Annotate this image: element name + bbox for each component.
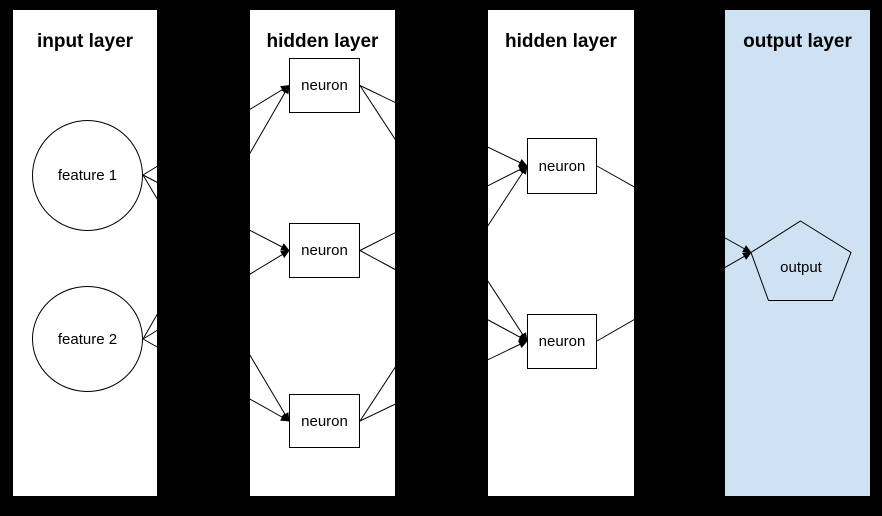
node-hidden2-neuron-2: neuron — [527, 314, 597, 369]
node-feature-2: feature 2 — [32, 286, 143, 392]
hidden-layer-1-title: hidden layer — [266, 31, 379, 52]
node-hidden1-neuron-2-label: neuron — [301, 242, 348, 259]
node-hidden2-neuron-1-label: neuron — [538, 157, 586, 175]
output-layer-title: output layer — [743, 31, 852, 52]
node-feature-1-label: feature 1 — [57, 167, 118, 184]
node-hidden2-neuron-1: neuron — [527, 138, 597, 194]
panel-input-layer: input layer — [13, 10, 157, 496]
node-output-label: output — [780, 259, 822, 276]
input-layer-title: input layer — [36, 31, 134, 52]
node-hidden1-neuron-3-label: neuron — [301, 412, 348, 430]
node-feature-2-label: feature 2 — [57, 330, 118, 348]
node-hidden1-neuron-1-label: neuron — [301, 77, 348, 94]
hidden-layer-2-title: hidden layer — [505, 31, 617, 52]
node-feature-1: feature 1 — [32, 120, 143, 231]
node-hidden1-neuron-1: neuron — [289, 58, 360, 113]
node-hidden2-neuron-2-label: neuron — [538, 333, 586, 350]
